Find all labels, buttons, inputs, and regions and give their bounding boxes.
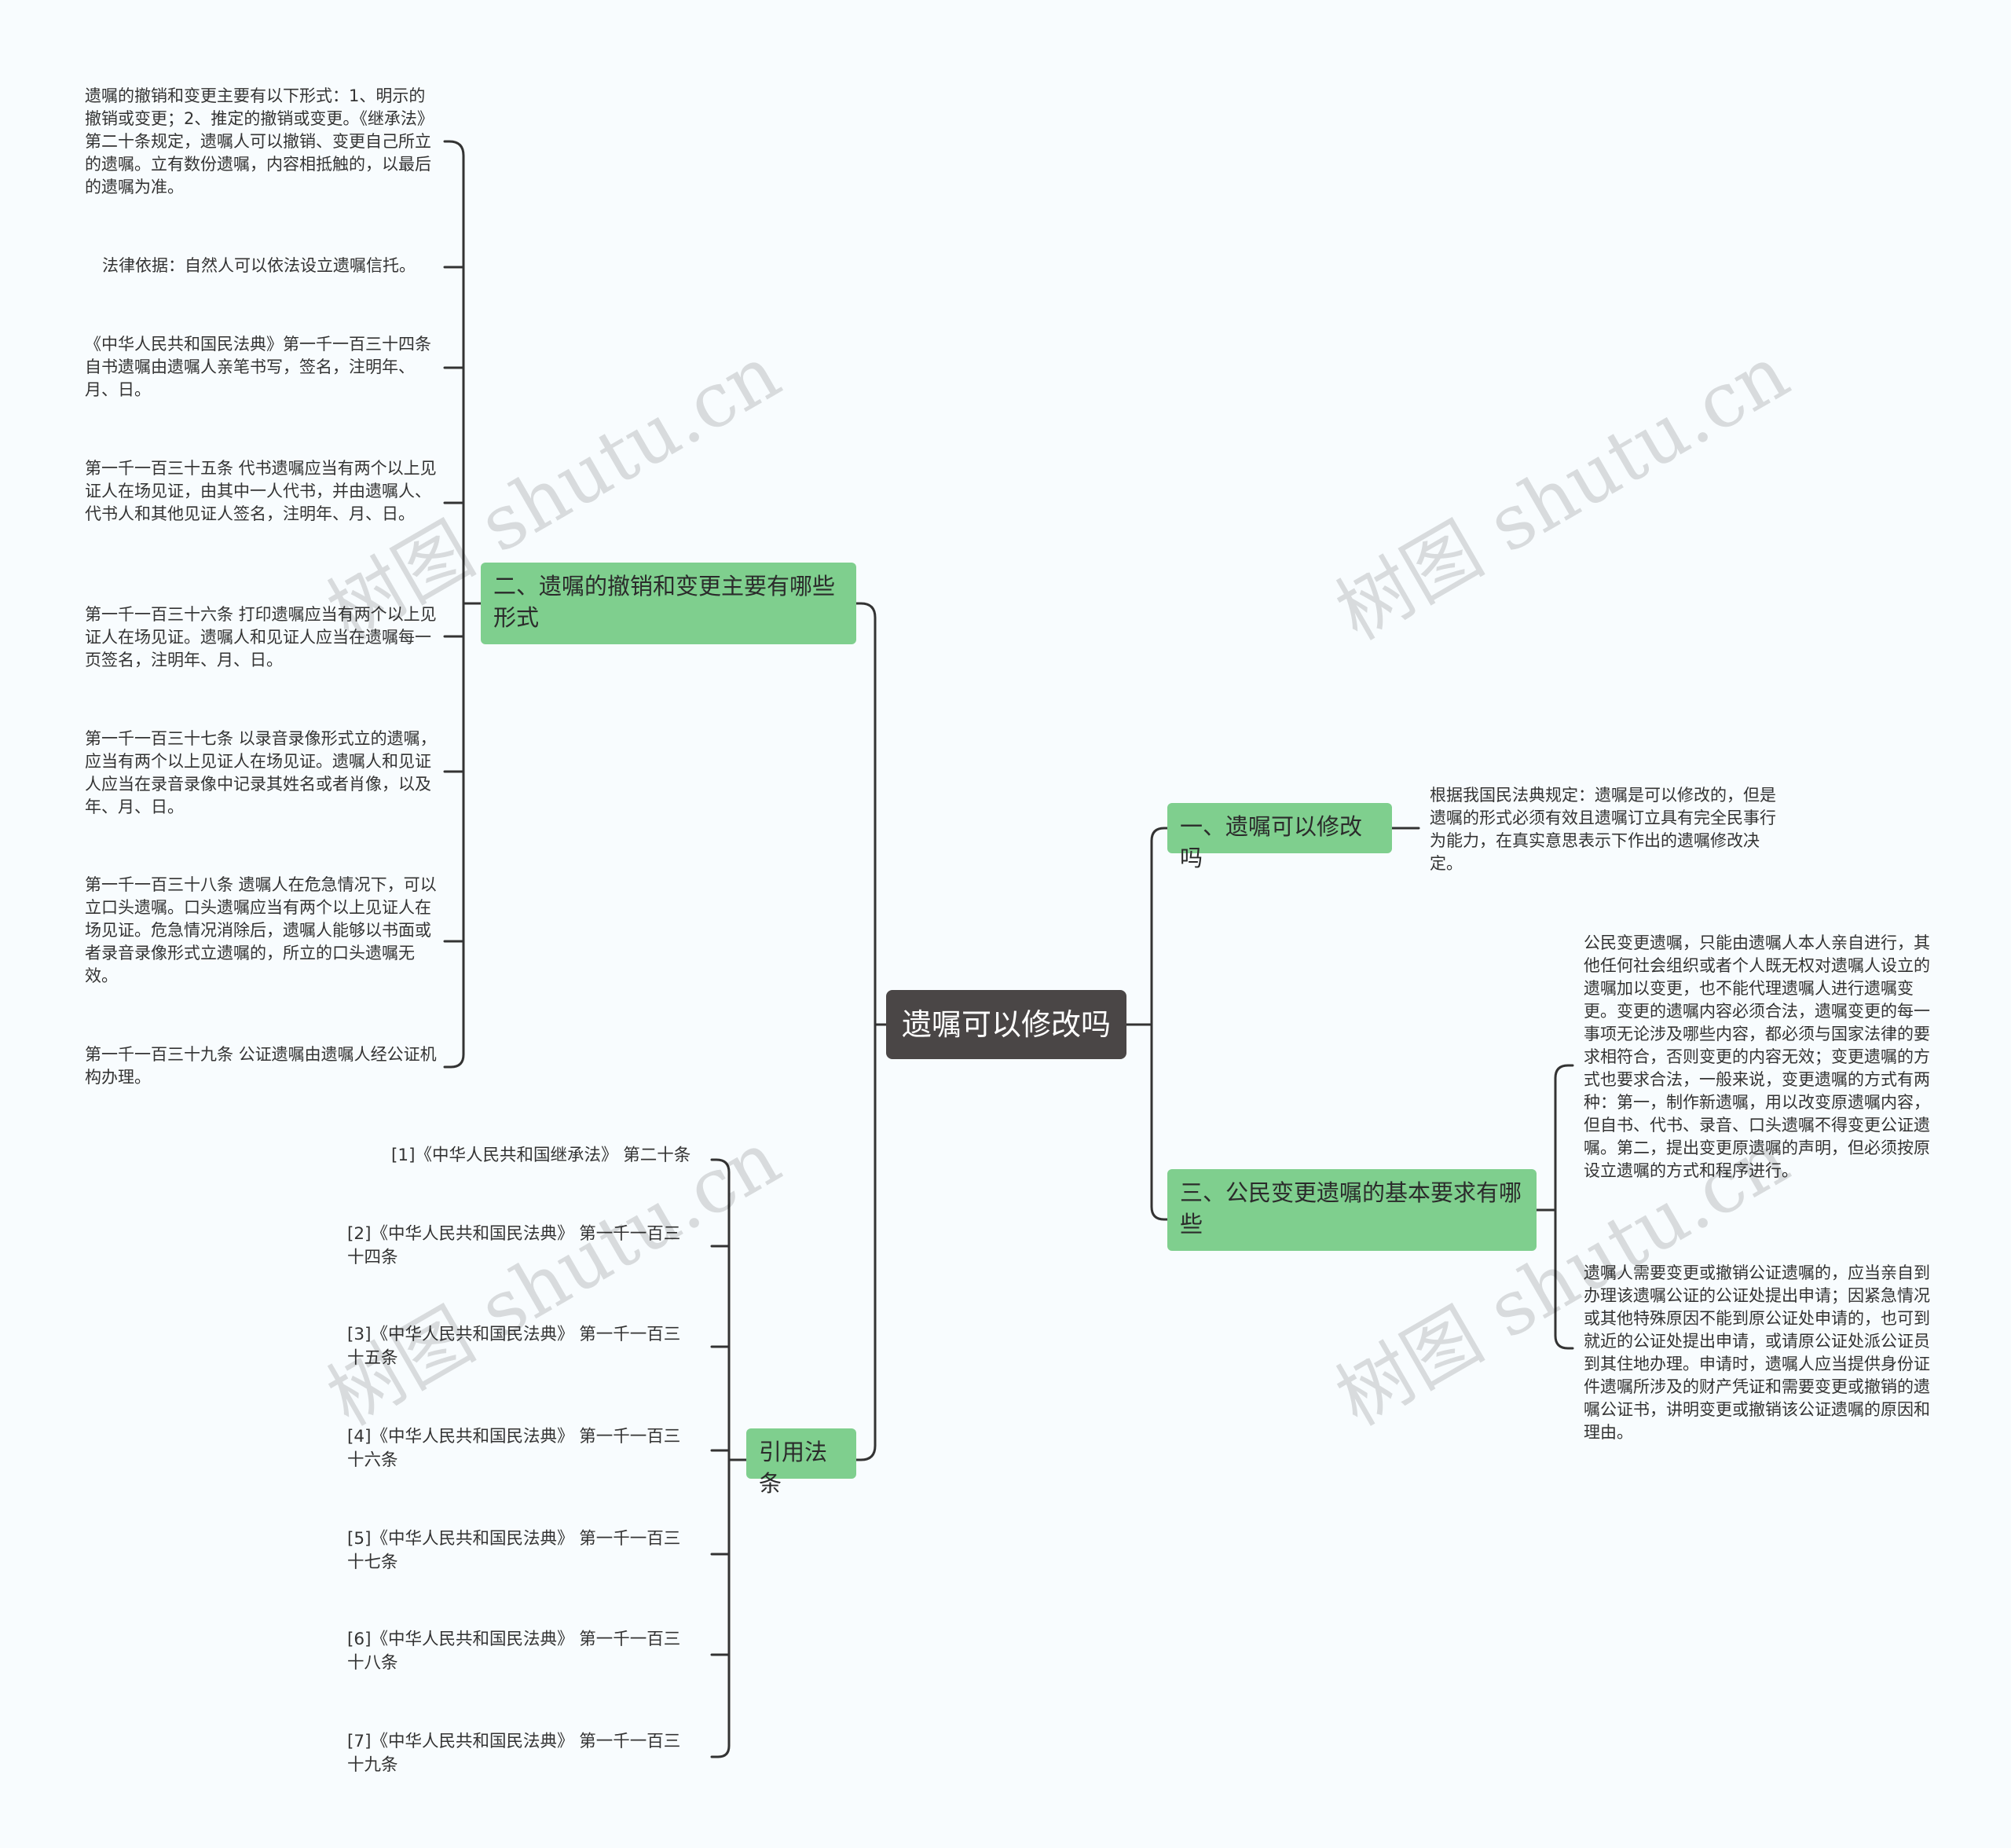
branch-2-leaf-5: 第一千一百三十六条 打印遗嘱应当有两个以上见证人在场见证。遗嘱人和见证人应当在遗… (85, 605, 437, 669)
citation-item-1: [1]《中华人民共和国继承法》 第二十条 (391, 1146, 691, 1165)
citations-topic[interactable]: 引用法条 (746, 1428, 856, 1497)
branch-2-topic[interactable]: 二、遗嘱的撤销和变更主要有哪些形式 (481, 563, 856, 644)
branch-1-topic[interactable]: 一、遗嘱可以修改吗 (1167, 803, 1392, 871)
connector-branch2-bracket (443, 140, 465, 1069)
citation-item-7: [7]《中华人民共和国民法典》 第一千一百三 十九条 (347, 1732, 681, 1775)
citation-item-4: [4]《中华人民共和国民法典》 第一千一百三 十六条 (347, 1427, 681, 1470)
connector-trunk-right (1150, 827, 1169, 1221)
root-topic[interactable]: 遗嘱可以修改吗 (886, 990, 1126, 1059)
citation-item-2: [2]《中华人民共和国民法典》 第一千一百三 十四条 (347, 1224, 681, 1267)
branch-2-leaf-6: 第一千一百三十七条 以录音录像形式立的遗嘱，应当有两个以上见证人在场见证。遗嘱人… (85, 729, 437, 816)
branch-3-topic[interactable]: 三、公民变更遗嘱的基本要求有哪些 (1167, 1169, 1537, 1251)
connector-trunk-left (855, 602, 877, 1461)
connector-citations-bracket (710, 1158, 731, 1758)
branch-2-leaf-8: 第一千一百三十九条 公证遗嘱由遗嘱人经公证机构办理。 (85, 1045, 437, 1087)
branch-2-leaf-4: 第一千一百三十五条 代书遗嘱应当有两个以上见证人在场见证，由其中一人代书，并由遗… (85, 459, 437, 523)
connector-branch3-bracket (1554, 1064, 1574, 1350)
branch-3-leaf-2: 遗嘱人需要变更或撤销公证遗嘱的，应当亲自到办理该遗嘱公证的公证处提出申请；因紧急… (1584, 1263, 1930, 1442)
citation-item-6: [6]《中华人民共和国民法典》 第一千一百三 十八条 (347, 1630, 681, 1673)
branch-2-leaf-1: 遗嘱的撤销和变更主要有以下形式：1、明示的撤销或变更；2、推定的撤销或变更。《继… (85, 86, 434, 196)
branch-3-leaf-1: 公民变更遗嘱，只能由遗嘱人本人亲自进行，其他任何社会组织或者个人既无权对遗嘱人设… (1584, 933, 1930, 1180)
branch-2-leaf-7: 第一千一百三十八条 遗嘱人在危急情况下，可以立口头遗嘱。口头遗嘱应当有两个以上见… (85, 875, 437, 985)
citation-item-5: [5]《中华人民共和国民法典》 第一千一百三 十七条 (347, 1529, 681, 1572)
branch-1-leaf-1: 根据我国民法典规定：遗嘱是可以修改的，但是遗嘱的形式必须有效且遗嘱订立具有完全民… (1430, 786, 1776, 873)
branch-2-leaf-3: 《中华人民共和国民法典》第一千一百三十四条 自书遗嘱由遗嘱人亲笔书写，签名，注明… (85, 335, 431, 399)
branch-2-leaf-2: 法律依据：自然人可以依法设立遗嘱信托。 (102, 256, 416, 275)
citation-item-3: [3]《中华人民共和国民法典》 第一千一百三 十五条 (347, 1325, 681, 1368)
